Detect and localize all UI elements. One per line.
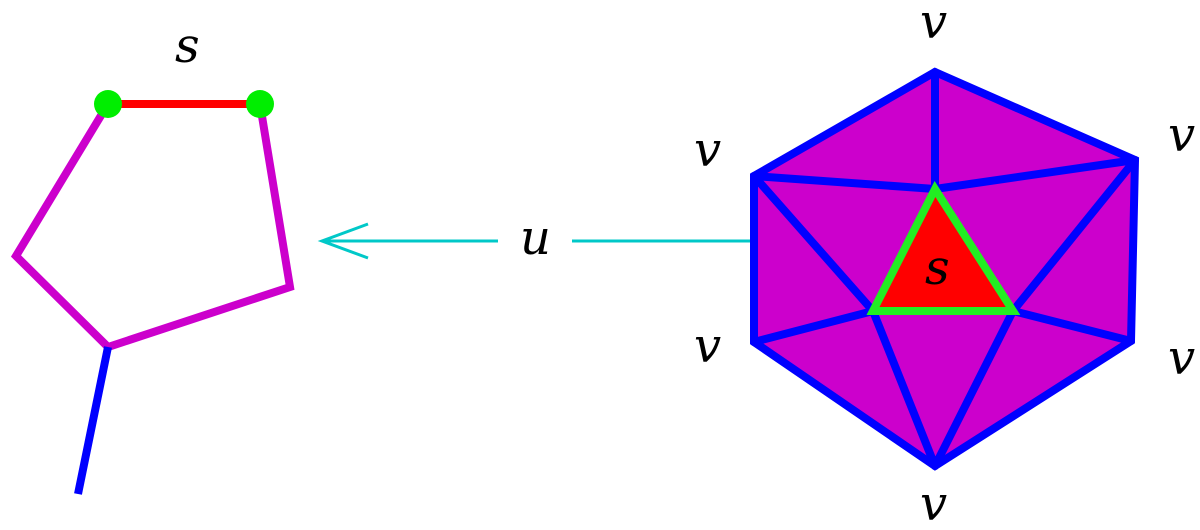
edge-bottom-to-bl	[869, 307, 939, 470]
label-v-bottom: v	[920, 476, 947, 530]
edge-lr-to-br	[1009, 307, 1135, 345]
edge-ur-to-br	[1009, 156, 1139, 315]
edge-bottom-to-br	[931, 307, 1017, 470]
pentagon-magenta-edges	[10, 101, 295, 352]
label-center-s: s	[925, 240, 950, 296]
label-v-lower-left: v	[694, 318, 721, 374]
hexagon-outline	[750, 67, 1140, 471]
label-v-upper-right: v	[1168, 107, 1195, 163]
edge-ul-to-apex	[750, 172, 939, 193]
arrow-group: u	[317, 210, 859, 266]
label-v-lower-right: v	[1168, 330, 1195, 386]
edge-ul-to-bl	[750, 172, 877, 315]
vertex-labels: v v v v v v	[694, 0, 1195, 530]
right-figure: s	[750, 67, 1140, 471]
inner-edges	[750, 68, 1139, 470]
left-figure: s	[10, 18, 295, 495]
blue-tail-edge	[74, 346, 112, 495]
center-triangle-s	[866, 180, 1021, 315]
green-vertex-right	[246, 90, 274, 118]
label-v-top: v	[920, 0, 947, 50]
arrow-left-head	[317, 222, 369, 260]
label-left-s: s	[175, 18, 200, 74]
green-vertex-left	[94, 90, 122, 118]
edge-ur-to-apex	[931, 156, 1139, 193]
label-v-upper-left: v	[694, 122, 721, 178]
label-u: u	[520, 210, 551, 266]
edge-ll-to-bl	[750, 307, 877, 346]
